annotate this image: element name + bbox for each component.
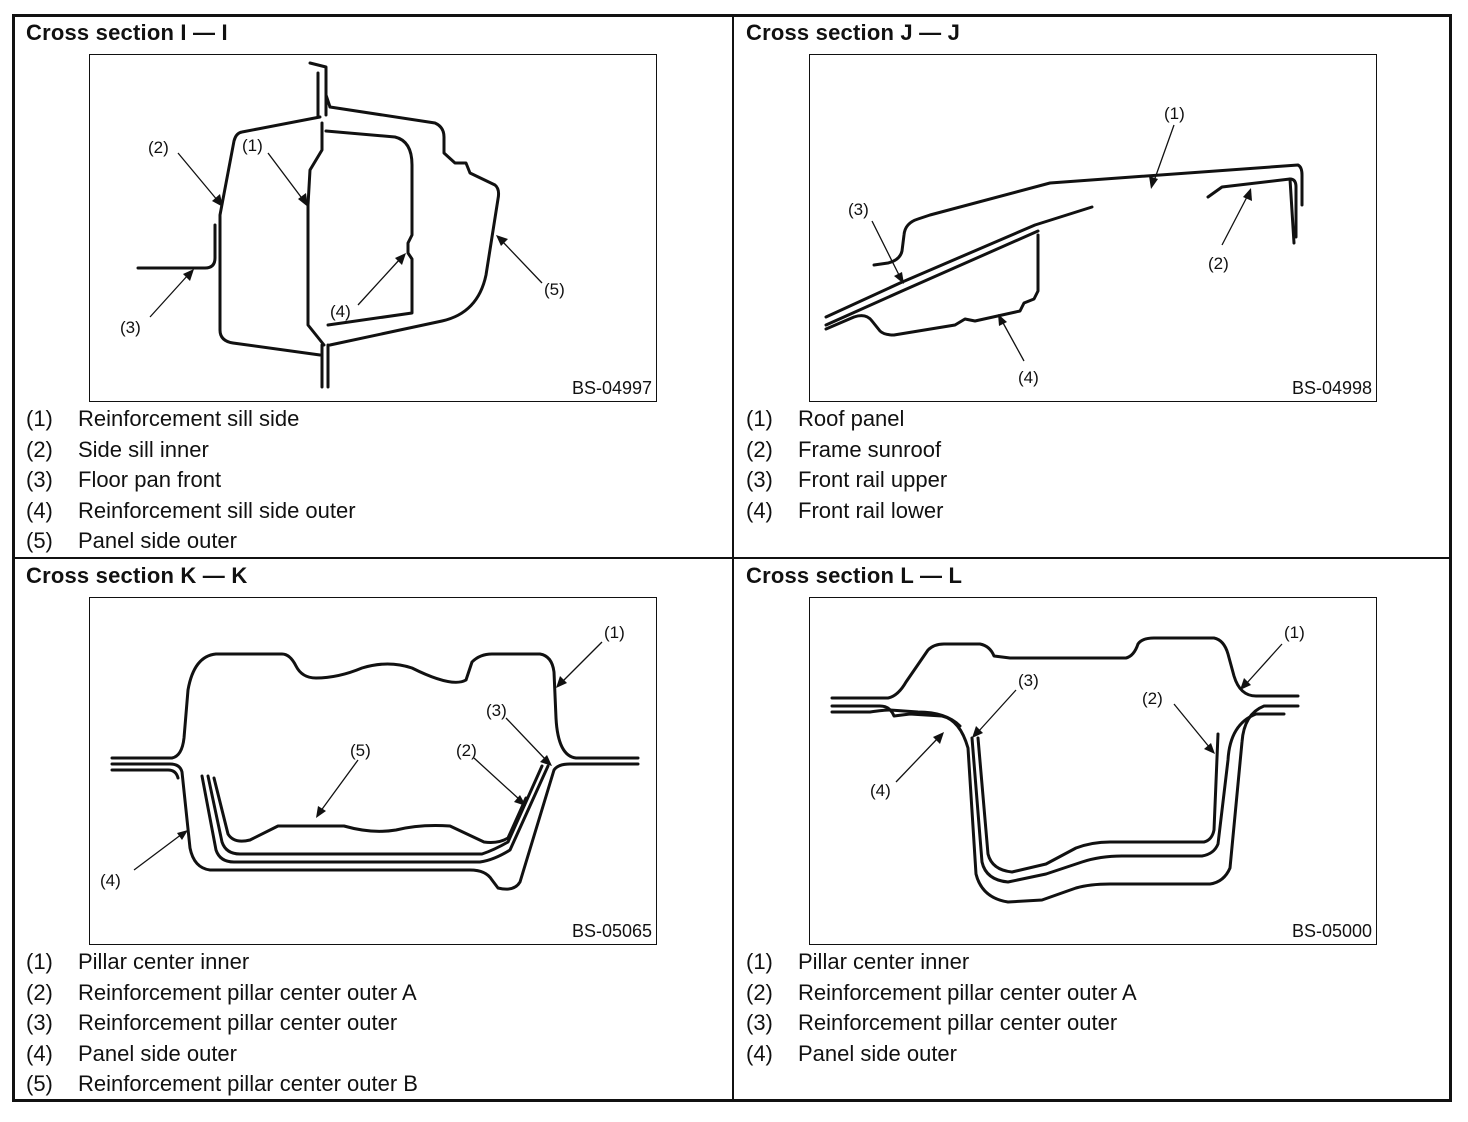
side-sill-inner (218, 115, 322, 357)
figure-code: BS-05000 (1291, 921, 1372, 941)
reinforcement-pillar-center-outer-a (976, 732, 1220, 874)
frame-sunroof (1206, 177, 1298, 239)
front-rail-lower (824, 233, 1040, 337)
callout-1: (1) (1284, 623, 1305, 642)
reinforcement-pillar-center-outer-a (206, 764, 544, 856)
front-rail-upper-lower-skin (824, 229, 1040, 327)
reinforcement-pillar-center-outer (200, 764, 550, 864)
callout-5: (5) (544, 280, 565, 299)
section-l-drawing: (1) (2) (3) (4) (830, 623, 1305, 904)
callout-4: (4) (1018, 368, 1039, 387)
panel-section-k: Cross section K — K (14, 559, 732, 1099)
panel-title: Cross section J — J (746, 20, 961, 45)
callout-4: (4) (870, 781, 891, 800)
callout-3: (3) (1018, 671, 1039, 690)
section-k-drawing: (1) (2) (3) (4) (5) (100, 623, 640, 891)
callout-4: (4) (330, 302, 351, 321)
panel-title: Cross section K — K (26, 563, 248, 588)
figure-section-j: (1) (2) (3) (4) BS-04998 (809, 54, 1377, 402)
callout-1: (1) (242, 136, 263, 155)
flange-top (308, 61, 332, 119)
callout-1: (1) (1164, 104, 1185, 123)
panel-side-outer (830, 704, 1300, 904)
row-divider (12, 557, 1452, 559)
panel-side-outer-skin (830, 708, 962, 728)
section-j-drawing: (1) (2) (3) (4) (824, 104, 1304, 387)
callout-3: (3) (486, 701, 507, 720)
figure-code: BS-05065 (571, 921, 652, 941)
callout-1: (1) (604, 623, 625, 642)
callout-3: (3) (848, 200, 869, 219)
callout-2: (2) (1208, 254, 1229, 273)
reinforcement-pillar-center-outer (970, 712, 1286, 884)
figure-section-i: (1) (2) (3) (4) (5) BS-04997 (89, 54, 657, 402)
panel-side-outer (328, 105, 501, 347)
callout-4: (4) (100, 871, 121, 890)
callout-leaders (871, 124, 1252, 362)
front-rail-upper (824, 205, 1094, 319)
figure-section-l: (1) (2) (3) (4) BS-05000 (809, 597, 1377, 945)
panel-section-l: Cross section L — L (1) (734, 559, 1452, 1099)
callout-2: (2) (456, 741, 477, 760)
panel-side-outer (110, 762, 640, 891)
panel-title: Cross section L — L (746, 563, 963, 588)
panel-title: Cross section I — I (26, 20, 228, 45)
figure-code: BS-04997 (571, 378, 652, 398)
callout-2: (2) (1142, 689, 1163, 708)
roof-panel (872, 163, 1304, 267)
callout-3: (3) (120, 318, 141, 337)
callout-2: (2) (148, 138, 169, 157)
roof-flange (1288, 177, 1296, 245)
callout-leaders (133, 641, 603, 871)
callout-5: (5) (350, 741, 371, 760)
reinforcement-pillar-center-outer-b (212, 776, 528, 844)
callout-leaders (895, 643, 1283, 783)
panel-section-j: Cross section J — J (1) (734, 16, 1452, 556)
figure-code: BS-04998 (1291, 378, 1372, 398)
figure-section-k: (1) (2) (3) (4) (5) BS-05065 (89, 597, 657, 945)
pillar-center-inner (830, 636, 1300, 700)
panel-side-outer-inner-skin (110, 768, 180, 780)
flange-bottom (320, 343, 330, 389)
panel-section-i: Cross section I — I (14, 16, 732, 556)
floor-pan-front (136, 223, 217, 270)
callout-leaders (149, 152, 543, 318)
pillar-center-inner (110, 652, 640, 760)
reinforcement-sill-side-outer (324, 129, 414, 327)
section-i-drawing: (1) (2) (3) (4) (5) (120, 61, 565, 389)
reinforcement-sill-side (306, 121, 326, 347)
